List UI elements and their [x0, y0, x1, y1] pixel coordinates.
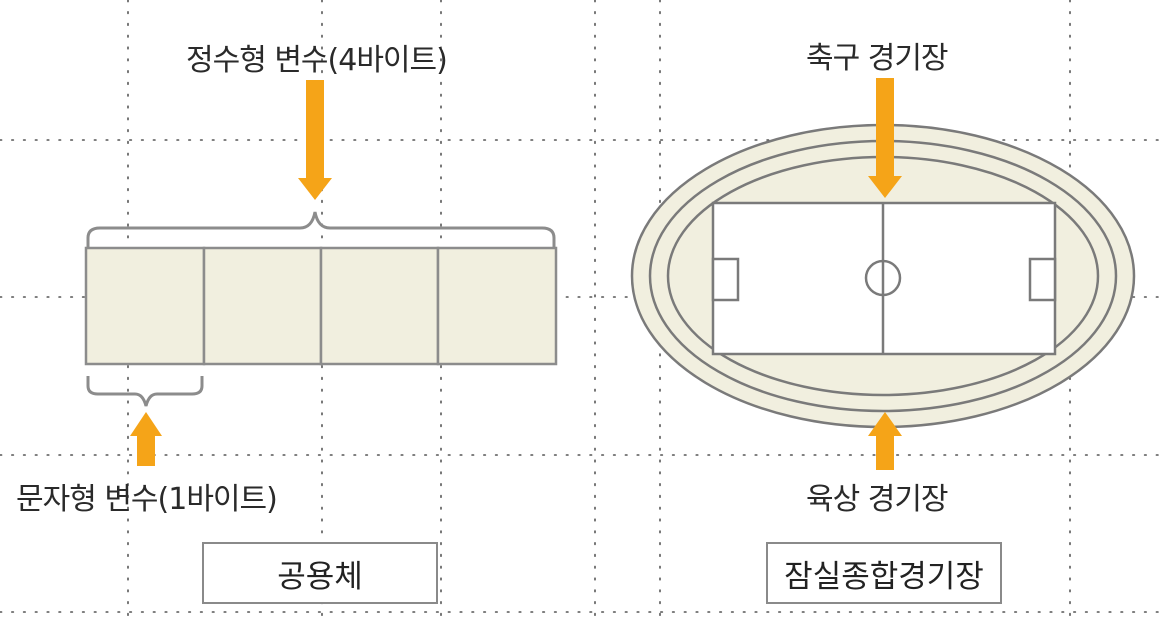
track-arrow — [868, 412, 902, 470]
int-brace — [86, 211, 556, 248]
char-variable-label: 문자형 변수(1바이트) — [16, 482, 278, 517]
stadium-diagram — [630, 78, 1136, 470]
union-diagram — [84, 80, 558, 466]
memory-cell — [84, 246, 206, 366]
memory-cells — [84, 246, 558, 366]
memory-cell — [436, 246, 558, 366]
int-variable-label: 정수형 변수(4바이트) — [186, 43, 448, 78]
soccer-field — [711, 201, 1057, 356]
union-caption: 공용체 — [202, 542, 438, 604]
athletics-track-label: 육상 경기장 — [806, 482, 949, 517]
soccer-arrow — [868, 78, 902, 198]
memory-cell — [202, 246, 323, 366]
int-arrow — [298, 80, 332, 200]
memory-cell — [319, 246, 440, 366]
stadium-caption: 잠실종합경기장 — [766, 542, 1002, 604]
char-arrow — [130, 412, 162, 466]
char-brace — [86, 376, 204, 407]
soccer-field-label: 축구 경기장 — [806, 41, 949, 76]
